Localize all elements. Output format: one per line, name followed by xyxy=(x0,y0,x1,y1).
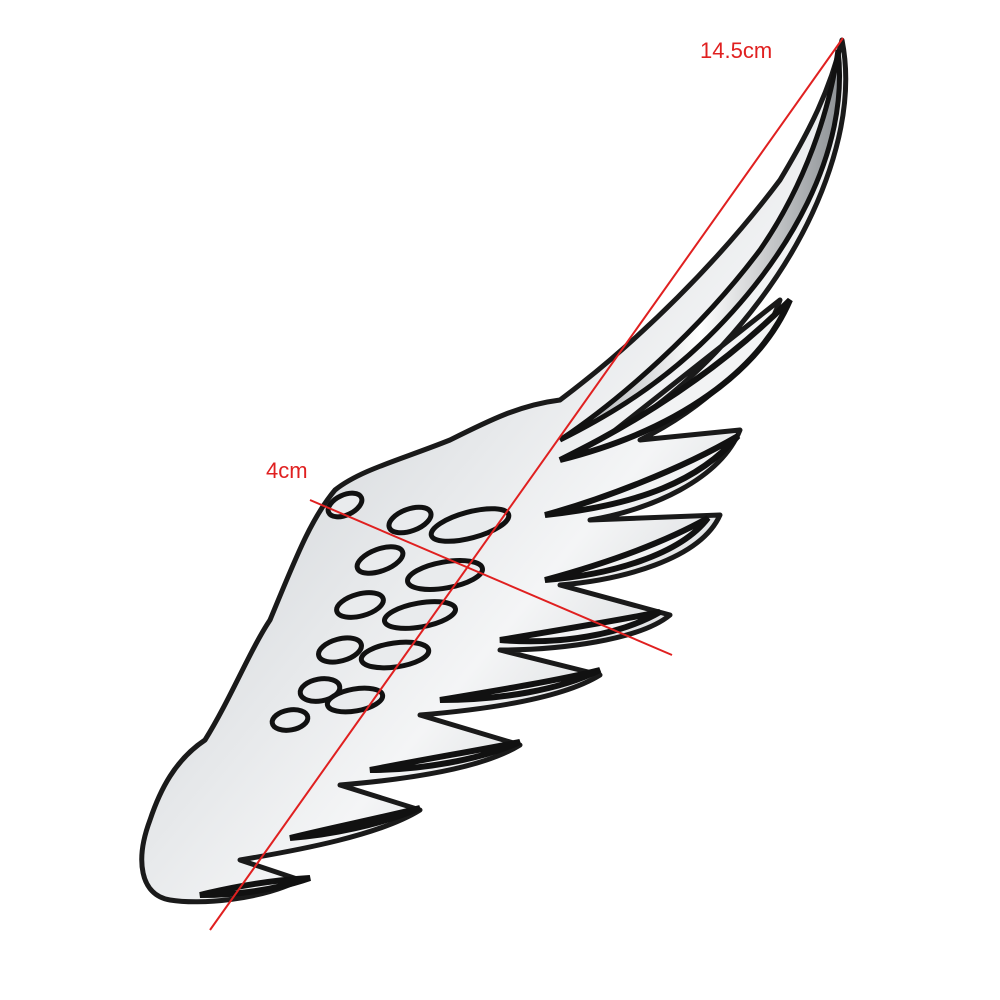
feather-2 xyxy=(544,433,741,518)
covert-feathers xyxy=(269,490,512,733)
feather-5 xyxy=(439,667,602,703)
feather-3 xyxy=(544,515,711,583)
width-dimension-line xyxy=(309,499,673,656)
feather-7 xyxy=(289,805,422,841)
wing-emblem xyxy=(139,37,849,905)
length-dimension-line xyxy=(209,37,844,931)
length-dimension-label: 14.5cm xyxy=(700,38,773,63)
dimension-lines xyxy=(209,37,844,931)
wing-body xyxy=(139,37,849,905)
feather-6 xyxy=(369,739,522,773)
width-dimension-label: 4cm xyxy=(266,458,308,483)
feather-4 xyxy=(499,609,662,645)
feather-8 xyxy=(199,875,311,898)
feather-1 xyxy=(558,297,793,463)
top-feather xyxy=(558,49,842,443)
